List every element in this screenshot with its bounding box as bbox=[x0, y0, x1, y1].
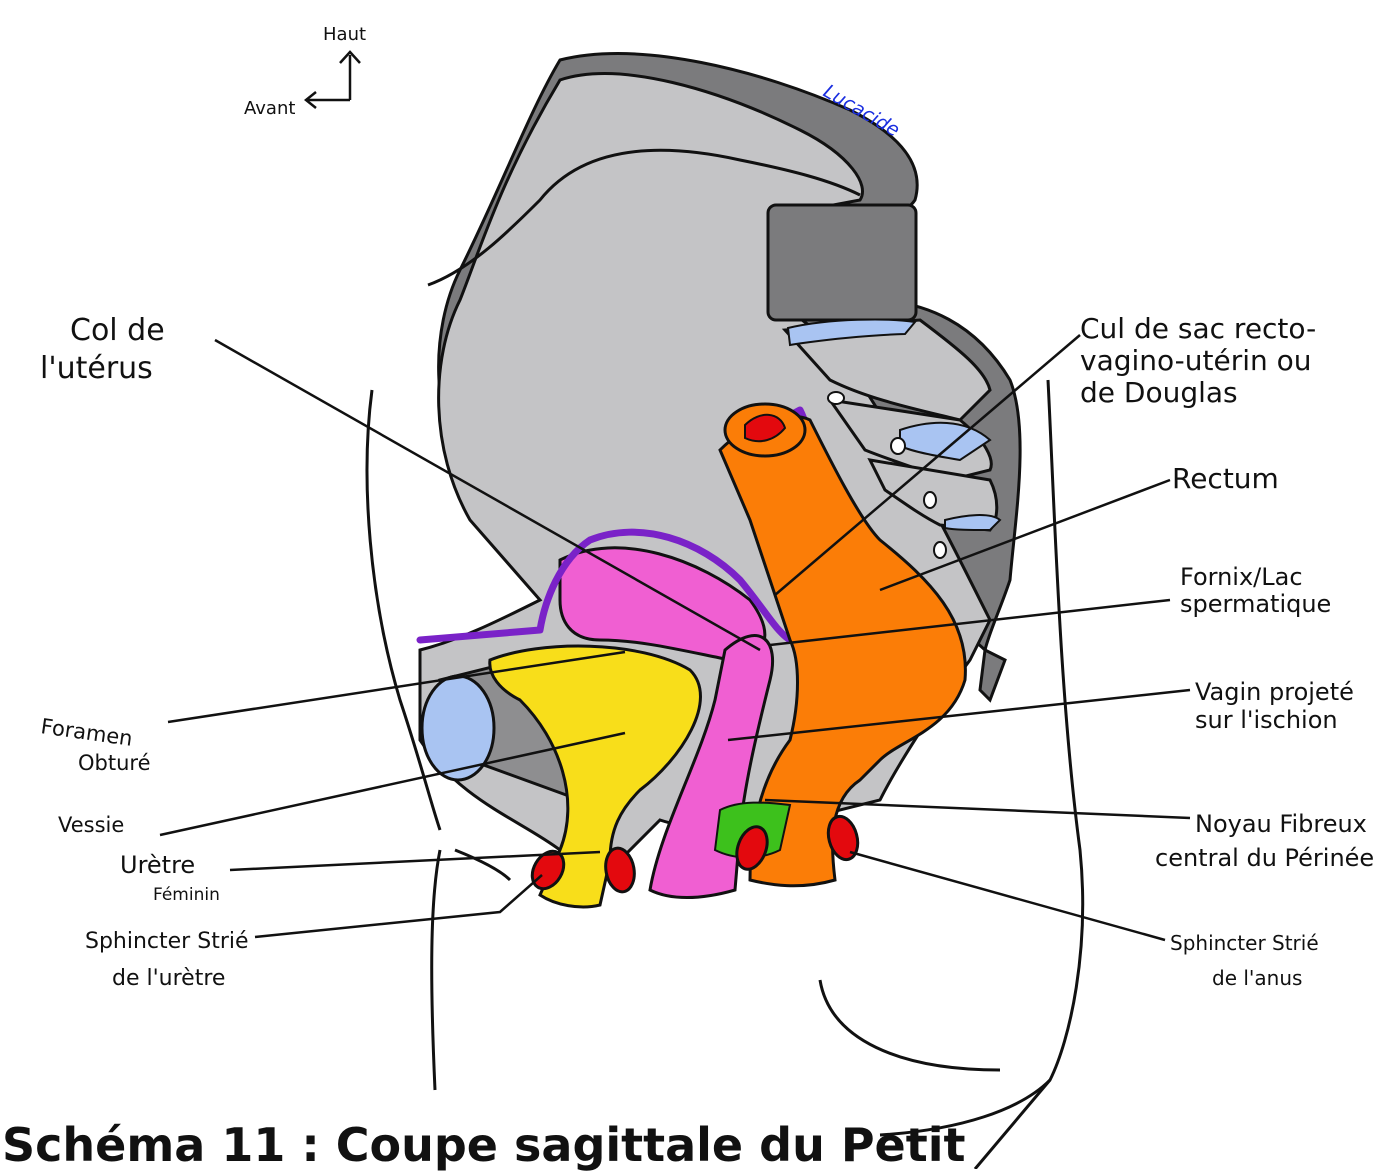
label-cul-de-sac-1: Cul de sac recto- bbox=[1080, 312, 1316, 345]
label-rectum: Rectum bbox=[1172, 462, 1279, 495]
label-sphincter-anus-2: de l'anus bbox=[1212, 966, 1302, 990]
buttock-outline bbox=[820, 980, 1000, 1070]
foramen-4 bbox=[934, 542, 946, 558]
foramen-2 bbox=[891, 438, 905, 454]
thigh-outline bbox=[432, 850, 440, 1090]
foramen-1 bbox=[828, 392, 844, 404]
label-cul-de-sac-3: de Douglas bbox=[1080, 376, 1238, 409]
label-vagin-2: sur l'ischion bbox=[1195, 706, 1338, 734]
orientation-up: Haut bbox=[323, 24, 366, 45]
label-cul-de-sac-2: vagino-utérin ou bbox=[1080, 344, 1312, 377]
orientation-compass bbox=[306, 52, 360, 108]
label-vessie: Vessie bbox=[58, 813, 124, 837]
label-sphincter-anus-1: Sphincter Strié bbox=[1170, 931, 1319, 955]
disc-3 bbox=[945, 515, 1000, 530]
label-uretre: Urètre bbox=[120, 851, 195, 879]
coccyx bbox=[980, 650, 1005, 700]
leader-sphincter-anus bbox=[850, 852, 1165, 940]
label-fornix-2: spermatique bbox=[1180, 590, 1331, 618]
label-col-uterus-1: Col de bbox=[70, 313, 165, 348]
label-noyau-1: Noyau Fibreux bbox=[1195, 810, 1367, 838]
label-foramen-2: Obturé bbox=[78, 751, 151, 775]
label-sphincter-uretre-2: de l'urètre bbox=[112, 966, 225, 991]
label-noyau-2: central du Périnée bbox=[1155, 844, 1374, 872]
leader-sphincter-uretre bbox=[255, 875, 542, 937]
body-outline-left bbox=[367, 390, 440, 830]
label-foramen-1: Foramen bbox=[39, 714, 134, 751]
figure-title: Schéma 11 : Coupe sagittale du Petit bbox=[2, 1118, 965, 1172]
label-sphincter-uretre-1: Sphincter Strié bbox=[85, 929, 249, 954]
vertebra-l5 bbox=[768, 205, 916, 320]
cleft-line bbox=[975, 1080, 1050, 1169]
label-fornix-1: Fornix/Lac bbox=[1180, 563, 1303, 591]
orientation-front: Avant bbox=[244, 98, 295, 119]
foramen-3 bbox=[924, 492, 936, 508]
label-col-uterus-2: l'utérus bbox=[40, 351, 153, 386]
sphincter-urethra-2 bbox=[602, 846, 637, 894]
label-uretre-sub: Féminin bbox=[153, 885, 220, 905]
label-vagin-1: Vagin projeté bbox=[1195, 678, 1354, 706]
labia-line bbox=[455, 850, 510, 880]
